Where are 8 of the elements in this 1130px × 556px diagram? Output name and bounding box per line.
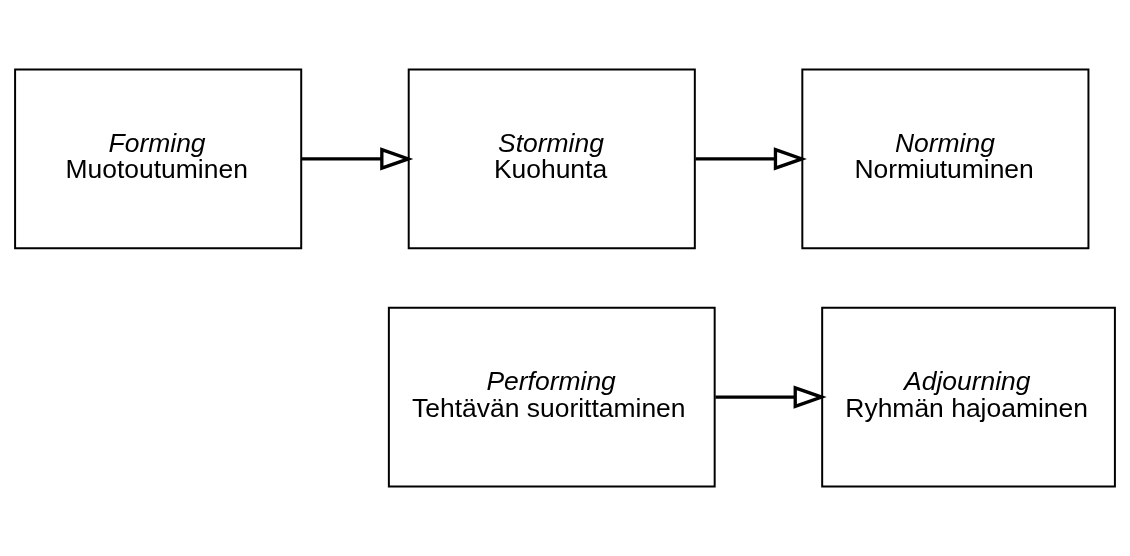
arrow — [301, 147, 414, 171]
arrow — [715, 385, 827, 409]
arrow — [695, 147, 807, 171]
node-box: Forming Muotoutuminen — [14, 68, 303, 250]
node-box: Performing Tehtävän suorittaminen — [387, 306, 716, 488]
node-box: Norming Normiutuminen — [801, 68, 1090, 250]
node-box: Storming Kuohunta — [407, 68, 696, 250]
node-box: Adjourning Ryhmän hajoaminen — [821, 306, 1116, 488]
